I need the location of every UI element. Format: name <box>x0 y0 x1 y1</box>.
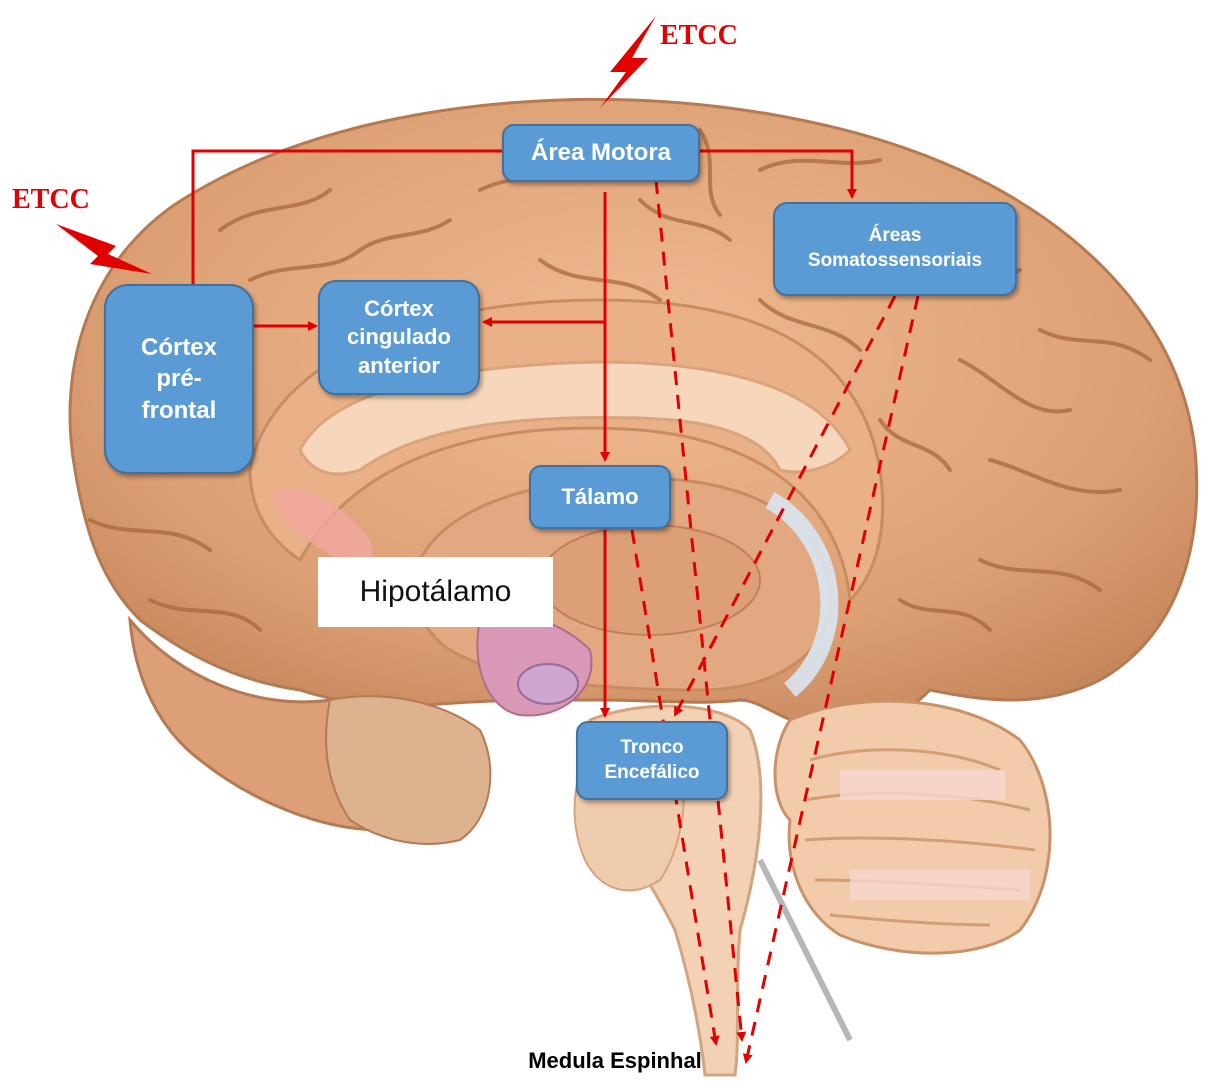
cortex-pre-frontal-box: Córtex pré-frontal <box>104 284 254 474</box>
lightning-bolt-icon <box>600 16 656 108</box>
etcc-left-label: ETCC <box>12 184 90 216</box>
cerebellum-stripe-2 <box>850 870 1030 900</box>
cerebellum-stripe <box>840 770 1005 800</box>
cortex-cingulado-anterior-box: Córtex cingulado anterior <box>318 280 480 395</box>
hipotalamo-label: Hipotálamo <box>318 557 553 627</box>
area-motora-box: Área Motora <box>502 124 700 182</box>
etcc-top-label: ETCC <box>660 20 738 52</box>
talamo-box: Tálamo <box>529 465 671 529</box>
tronco-encefalico-box: Tronco Encefálico <box>576 721 728 800</box>
medula-espinhal-label: Medula Espinhal <box>505 1048 725 1074</box>
pituitary-shape <box>518 664 578 704</box>
areas-somatossensoriais-box: Áreas Somatossensoriais <box>773 202 1017 296</box>
cerebellum-shape <box>775 701 1050 953</box>
